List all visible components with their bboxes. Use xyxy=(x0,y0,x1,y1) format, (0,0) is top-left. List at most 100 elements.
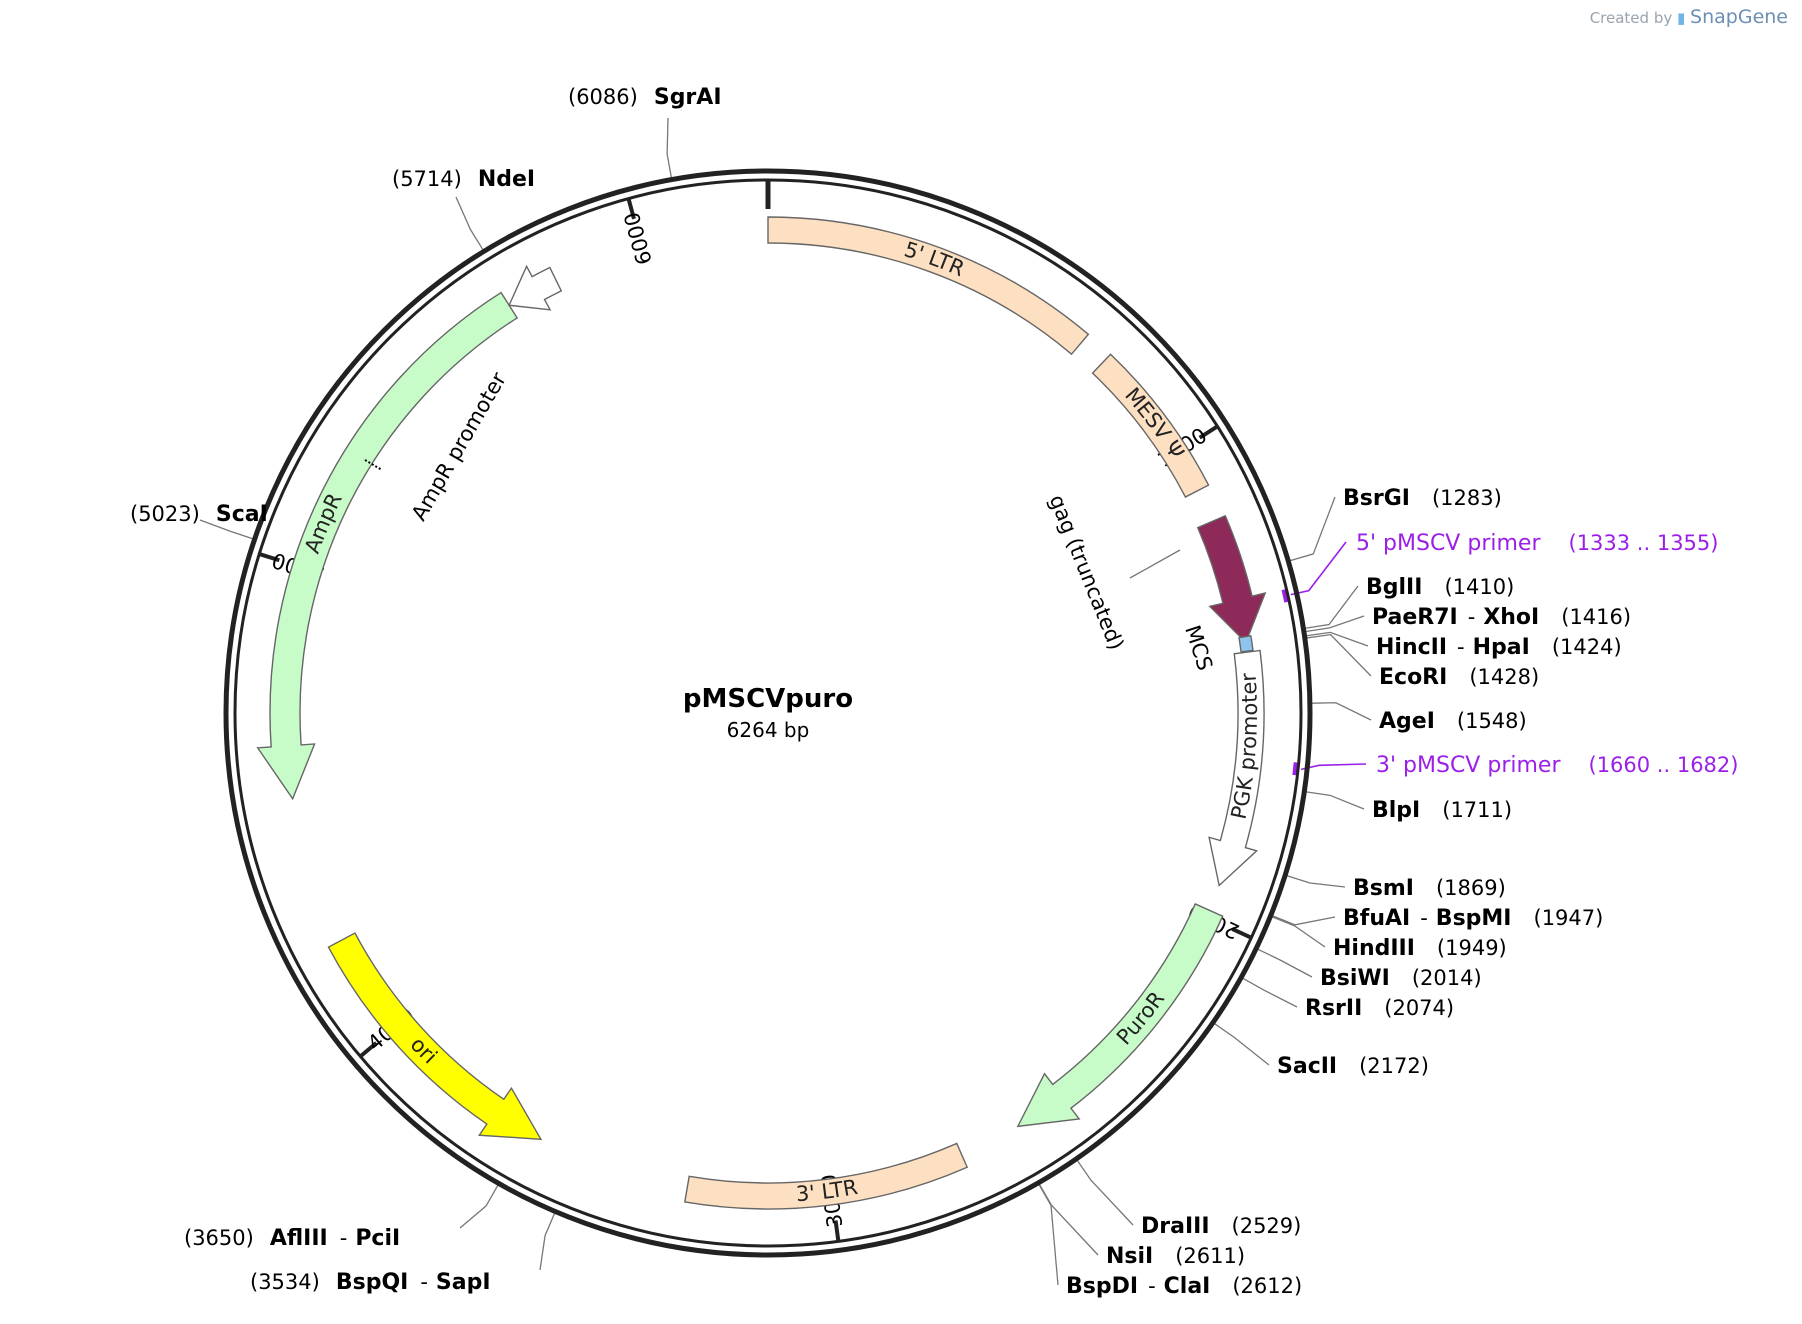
site-leader-bsiwi xyxy=(1257,948,1313,978)
enzyme-name: ClaI xyxy=(1164,1274,1211,1299)
site-leader-scai xyxy=(199,519,253,540)
feature-5ltr xyxy=(767,216,1090,356)
enzyme-name: NdeI xyxy=(478,167,535,192)
site-position: (1949) xyxy=(1437,936,1507,960)
ruler-tick-mark xyxy=(359,1041,378,1058)
ruler-tick-mark xyxy=(833,1220,841,1241)
site-leader-bspdi xyxy=(1038,1184,1059,1286)
enzyme-name: PaeR7I xyxy=(1372,605,1458,630)
site-position: (6086) xyxy=(568,85,638,109)
enzyme-name: BsiWI xyxy=(1320,966,1390,991)
primer-mark-p5 xyxy=(1281,589,1289,603)
ruler-tick-mark xyxy=(1198,425,1218,440)
enzyme-name: RsrII xyxy=(1305,996,1362,1021)
site-position: (3650) xyxy=(184,1226,254,1250)
site-label-bsmi: BsmI(1869) xyxy=(1353,876,1506,901)
site-leader-bsrgi xyxy=(1290,496,1336,562)
site-position: (2074) xyxy=(1384,996,1454,1020)
feature-gag xyxy=(1196,514,1267,644)
primer-mark-p3 xyxy=(1292,762,1298,776)
feature-ori xyxy=(327,932,543,1141)
enzyme-name: HindIII xyxy=(1333,936,1415,961)
site-label-ndei: (5714) NdeI xyxy=(392,167,535,192)
site-leader-bspqi xyxy=(539,1213,556,1271)
site-leader-ndei xyxy=(455,196,484,251)
site-label-bglii: BglII (1410) xyxy=(1366,575,1514,600)
plasmid-name: pMSCVpuro xyxy=(683,684,853,714)
site-position: (2172) xyxy=(1359,1054,1429,1078)
enzyme-name: PciI xyxy=(355,1226,400,1251)
ruler-tick-mark xyxy=(259,552,280,563)
primer-leader-p3 xyxy=(1300,763,1367,771)
feature-amprp xyxy=(508,264,563,311)
enzyme-name: ScaI xyxy=(216,502,268,527)
site-position: (1424) xyxy=(1552,635,1622,659)
ruler-tick-mark xyxy=(626,199,636,220)
enzyme-name: AgeI xyxy=(1379,709,1435,734)
site-label-bsiwi: BsiWI(2014) xyxy=(1320,966,1482,991)
backbone-outer-ring xyxy=(223,168,1313,1258)
primer-label-p3: 3' pMSCV primer(1660 .. 1682) xyxy=(1376,753,1738,778)
plasmid-size: 6264 bp xyxy=(727,718,810,742)
feature-label-mcs: MCS xyxy=(1180,622,1217,673)
site-leader-paer7i xyxy=(1305,615,1365,633)
enzyme-name: SapI xyxy=(436,1270,491,1295)
site-position: (2612) xyxy=(1232,1274,1302,1298)
site-position: (1428) xyxy=(1469,665,1539,689)
site-label-bsrgi: BsrGI(1283) xyxy=(1343,486,1502,511)
site-position: (1548) xyxy=(1457,709,1527,733)
site-label-sgrai: (6086) SgrAI xyxy=(568,85,722,110)
enzyme-name: AflIII xyxy=(270,1226,328,1251)
site-label-rsrii: RsrII (2074) xyxy=(1305,996,1454,1021)
feature-mcs xyxy=(1238,635,1254,653)
site-leader-bfuai xyxy=(1272,915,1336,926)
site-label-afliii: (3650)AflIII-PciI xyxy=(184,1226,400,1251)
site-label-blpi: BlpI(1711) xyxy=(1372,798,1512,823)
enzyme-name: BspMI xyxy=(1436,906,1512,931)
site-label-scai: (5023) ScaI xyxy=(130,502,268,527)
site-label-ecori: EcoRI(1428) xyxy=(1379,665,1539,690)
ruler-tick-mark xyxy=(1231,927,1252,940)
site-label-paer7i: PaeR7I-XhoI(1416) xyxy=(1372,605,1631,630)
center-title: pMSCVpuro 6264 bp xyxy=(683,684,853,742)
site-leader-lines xyxy=(199,117,1372,1286)
site-label-bfuai: BfuAI-BspMI(1947) xyxy=(1343,906,1603,931)
site-position: (5714) xyxy=(392,167,462,191)
site-label-sacii: SacII (2172) xyxy=(1277,1054,1429,1079)
plasmid-backbone xyxy=(223,168,1313,1258)
site-leader-sgrai xyxy=(666,117,673,178)
site-position: (2611) xyxy=(1175,1244,1245,1268)
site-position: (1416) xyxy=(1561,605,1631,629)
feature-label-5ltr: 5' LTR xyxy=(901,237,968,281)
enzyme-name: BglII xyxy=(1366,575,1422,600)
site-position: (1283) xyxy=(1432,486,1502,510)
snapgene-credit: Created by ▮ SnapGene xyxy=(1590,6,1788,28)
site-leader-afliii xyxy=(459,1184,499,1229)
primer-label-p5: 5' pMSCV primer(1333 .. 1355) xyxy=(1356,531,1718,556)
enzyme-name: SacII xyxy=(1277,1054,1337,1079)
site-position: (2529) xyxy=(1232,1214,1302,1238)
site-leader-bsmi xyxy=(1286,875,1346,888)
site-leader-sacii xyxy=(1214,1023,1270,1066)
site-leader-agei xyxy=(1311,702,1372,721)
site-position: (1711) xyxy=(1442,798,1512,822)
site-label-draiii: DraIII(2529) xyxy=(1141,1214,1301,1239)
enzyme-name: NsiI xyxy=(1106,1244,1153,1269)
site-label-bspqi: (3534)BspQI-SapI xyxy=(250,1270,491,1295)
site-position: (1869) xyxy=(1436,876,1506,900)
site-position: (5023) xyxy=(130,502,200,526)
enzyme-name: HincII xyxy=(1376,635,1447,660)
backbone-inner-ring xyxy=(233,178,1303,1248)
feature-pgk xyxy=(1208,649,1265,887)
site-label-agei: AgeI (1548) xyxy=(1379,709,1527,734)
feature-puror xyxy=(1016,903,1224,1128)
credit-brand: SnapGene xyxy=(1690,6,1788,28)
site-position: (1410) xyxy=(1444,575,1514,599)
enzyme-name: XhoI xyxy=(1483,605,1539,630)
enzyme-name: SgrAI xyxy=(654,85,722,110)
site-leader-ecori xyxy=(1306,633,1372,677)
enzyme-name: BspDI xyxy=(1066,1274,1138,1299)
site-leader-nsii xyxy=(1038,1184,1099,1256)
credit-prefix: Created by xyxy=(1589,9,1673,27)
site-leader-blpi xyxy=(1306,791,1365,810)
